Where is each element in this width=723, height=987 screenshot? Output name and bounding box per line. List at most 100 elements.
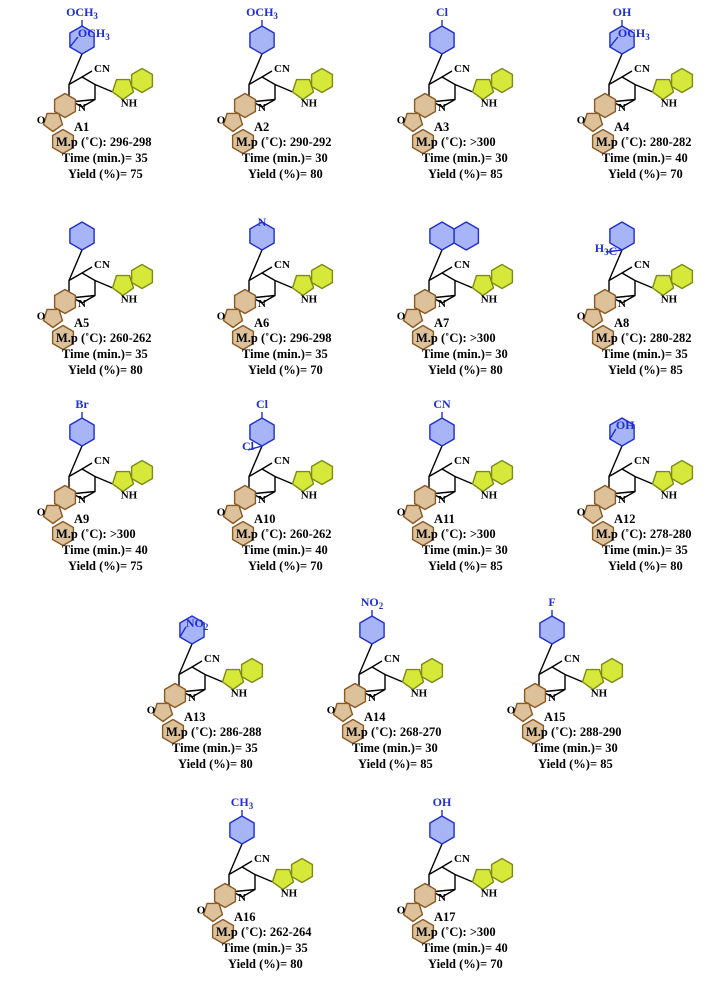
indole-benzene-ring (670, 263, 694, 290)
pyridine-n-atom: N (438, 298, 446, 310)
indole-bond (634, 475, 653, 485)
compound-id: A15 (544, 710, 566, 724)
cyano-label: CN (94, 259, 110, 271)
substituent-bond (247, 445, 263, 451)
time-line-label: Time (min.)= (422, 543, 496, 557)
melting-point-line-label: M.p (˚C): (236, 527, 290, 541)
time-line-label: Time (min.)= (62, 543, 136, 557)
indole-benzene-ring (490, 459, 514, 486)
melting-point-line: M.p (˚C): >300 (416, 527, 496, 542)
dibenzofuran-ring-1 (233, 484, 257, 511)
melting-point-line-label: M.p (˚C): (416, 527, 470, 541)
time-line-label: Time (min.)= (602, 151, 676, 165)
time-line-value: 35 (245, 741, 258, 755)
yield-line: Yield (%)= 85 (428, 167, 503, 182)
compound-id: A13 (184, 710, 206, 724)
dibenzofuran-furan-ring (512, 702, 534, 723)
time-line-value: 35 (315, 347, 328, 361)
substituent-och3: OCH3 (618, 26, 650, 42)
dibenzofuran-bond (254, 98, 276, 103)
compound-id: A11 (434, 512, 455, 526)
dibenzofuran-ring-1 (593, 92, 617, 119)
dibenzofuran-ring-1 (163, 682, 187, 709)
substituent-cn: CN (433, 397, 451, 411)
time-line-label: Time (min.)= (242, 151, 316, 165)
dibenzofuran-bond (614, 294, 636, 299)
indole-pyrrole-ring (271, 868, 295, 891)
melting-point-line-label: M.p (˚C): (236, 331, 290, 345)
yield-line: Yield (%)= 75 (68, 559, 143, 574)
melting-point-line-label: M.p (˚C): (56, 527, 110, 541)
time-line-label: Time (min.)= (422, 151, 496, 165)
aryl-bond (538, 643, 553, 675)
pyridine-n-atom: N (78, 298, 86, 310)
cyano-label: CN (634, 259, 650, 271)
aryl-bond (248, 53, 263, 85)
dibenzofuran-furan-ring (42, 308, 64, 329)
aryl-bond (228, 843, 243, 875)
dibenzofuran-furan-ring (402, 902, 424, 923)
yield-line-value: 85 (490, 167, 503, 181)
melting-point-line-value: 296-298 (109, 135, 152, 149)
yield-line-label: Yield (%)= (608, 363, 671, 377)
yield-line: Yield (%)= 85 (428, 559, 503, 574)
substituent-cl: Cl (242, 439, 255, 453)
time-line-value: 30 (495, 543, 508, 557)
indole-benzene-ring (420, 657, 444, 684)
furan-o-label: O (397, 507, 406, 519)
dibenzofuran-furan-ring (202, 902, 224, 923)
aryl-bond (68, 445, 83, 477)
compound-id: A14 (364, 710, 386, 724)
indole-nh-label: NH (301, 490, 318, 502)
cyano-label: CN (564, 653, 580, 665)
aryl-ring (429, 25, 455, 55)
pyridine-n-atom: N (438, 494, 446, 506)
yield-line: Yield (%)= 85 (358, 757, 433, 772)
substituent-och3: OCH3 (78, 26, 110, 42)
compound-id: A2 (254, 120, 270, 134)
indole-nh-label: NH (121, 294, 138, 306)
indole-pyrrole-ring (651, 470, 675, 493)
indole-bond (94, 279, 113, 289)
substituent-ch3: CH3 (231, 795, 254, 811)
furan-o-label: O (397, 311, 406, 323)
furan-o-label: O (197, 905, 206, 917)
indole-nh-label: NH (411, 688, 428, 700)
furan-o-label: O (577, 311, 586, 323)
time-line: Time (min.)= 35 (222, 941, 308, 956)
melting-point-line-label: M.p (˚C): (56, 135, 110, 149)
compound-id: A8 (614, 316, 630, 330)
dibenzofuran-furan-ring (402, 308, 424, 329)
melting-point-line-value: 262-264 (269, 925, 312, 939)
yield-line-label: Yield (%)= (68, 167, 131, 181)
time-line: Time (min.)= 35 (602, 543, 688, 558)
melting-point-line-label: M.p (˚C): (416, 135, 470, 149)
substituent-no2: NO2 (361, 595, 384, 611)
yield-line-label: Yield (%)= (178, 757, 241, 771)
time-line-label: Time (min.)= (422, 347, 496, 361)
time-line-value: 30 (425, 741, 438, 755)
furan-o-label: O (577, 507, 586, 519)
compound-id: A3 (434, 120, 450, 134)
cyano-bond (191, 660, 203, 668)
yield-line: Yield (%)= 80 (248, 167, 323, 182)
time-line: Time (min.)= 40 (62, 543, 148, 558)
melting-point-line-value: >300 (469, 925, 496, 939)
dibenzofuran-ring-2 (411, 324, 435, 351)
cyano-bond (81, 266, 93, 274)
dibenzofuran-bond (254, 490, 276, 495)
cyano-bond (241, 860, 253, 868)
indole-benzene-ring (490, 857, 514, 884)
pyridine-n-atom: N (258, 298, 266, 310)
melting-point-line: M.p (˚C): 286-288 (166, 725, 261, 740)
aryl-ring (429, 221, 455, 251)
compound-id: A16 (234, 910, 256, 924)
dibenzofuran-ring-1 (593, 288, 617, 315)
